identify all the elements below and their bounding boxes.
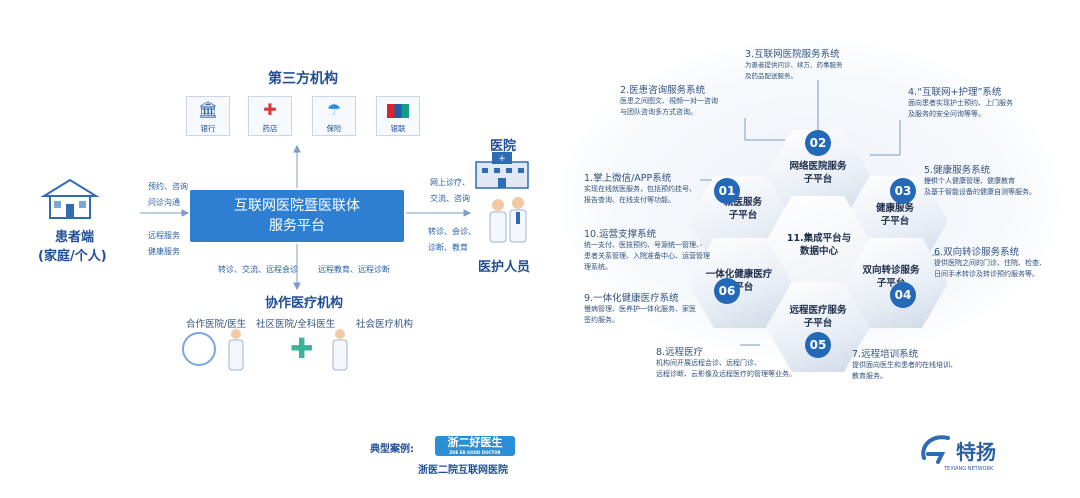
insurance-umbrella-icon: ☂ xyxy=(326,100,342,119)
brand-swoosh-icon xyxy=(918,432,968,466)
collab-title: 协作医疗机构 xyxy=(265,296,344,311)
hex-number-06: 06 xyxy=(714,278,740,304)
hex-label-05: 远程医疗服务子平台 xyxy=(789,305,847,329)
doctors-icon xyxy=(484,196,532,248)
third-party-title: 第三方机构 xyxy=(268,71,338,87)
third-party-unionpay: 银联 xyxy=(376,96,420,136)
annotation-8: 8.远程医疗 机构间开展远程会诊、远程门诊、 远程诊断、云影像及远程医疗的管理等… xyxy=(656,347,796,378)
annotation-6: 6.双向转诊服务系统 提供医院之间的门诊、住院、检查、 日间手术转诊及转诊预约服… xyxy=(934,247,1046,278)
case-label: 典型案例: xyxy=(370,444,414,455)
hex-label-04: 双向转诊服务子平台 xyxy=(862,265,920,289)
bank-icon: 🏛 xyxy=(197,100,219,119)
patient-label-3: 远程服务 xyxy=(148,231,180,240)
annotation-5: 5.健康服务系统 提供个人健康管理、健康教育 及基于智能设备的健康自测等服务。 xyxy=(924,165,1036,196)
collab-item-1: 合作医院/医生 xyxy=(186,319,247,330)
hex-number-04: 04 xyxy=(890,282,916,308)
third-party-bank: 🏛 银行 xyxy=(186,96,230,136)
hospital-building-icon: + xyxy=(472,150,532,190)
platform-title-line1: 互联网医院暨医联体 xyxy=(234,198,360,214)
hex-label-01: 就医服务子平台 xyxy=(723,197,762,221)
patient-title: 患者端 xyxy=(55,230,95,245)
hex-number-02: 02 xyxy=(805,130,831,156)
bottom-label-left: 转诊、交流、远程会诊 xyxy=(218,265,298,274)
doctor-figure-icon xyxy=(226,328,246,372)
annotation-10: 10.运营支撑系统 统一支付、医技预约、号源统一管理、 患者关系管理、入院准备中… xyxy=(584,229,710,271)
annotation-3: 3.互联网医院服务系统 为患者提供问诊、续方、药事服务 及药品配送服务。 xyxy=(745,49,843,80)
hospital-label-4: 诊断、教育 xyxy=(428,243,468,252)
platform-title-line2: 服务平台 xyxy=(269,218,325,234)
annotation-2: 2.医患咨询服务系统 医患之间图文、視频一对一咨询 与团队咨询多方式咨询。 xyxy=(620,85,718,116)
annotation-1: 1.掌上微信/APP系统 实现在线就医服务，包括预约挂号、 报告查询、在线支付等… xyxy=(584,173,696,204)
case-logo: 浙二好医生 ZHE ER GOOD DOCTOR xyxy=(435,436,515,456)
patient-label-1: 预约、咨询 xyxy=(148,182,188,191)
house-icon xyxy=(40,176,100,220)
brand-name: 特扬 xyxy=(956,440,996,464)
annotation-9: 9.一体化健康医疗系统 慢病管理、医养护一体化服务、家医 签约服务。 xyxy=(584,293,696,324)
third-party-pharmacy: ✚ 药店 xyxy=(248,96,292,136)
case-name: 浙医二院互联网医院 xyxy=(418,465,508,476)
hex-label-03: 健康服务子平台 xyxy=(875,203,914,227)
annotation-4: 4.“互联网+护理”系统 面向患者实现护士预约、上门服务 及服务的安全问询等等。 xyxy=(908,87,1013,118)
platform-center-box: 互联网医院暨医联体 服务平台 xyxy=(190,190,404,242)
hex-label-02: 网络医院服务子平台 xyxy=(789,161,847,185)
general-practitioner-icon xyxy=(330,328,350,372)
unionpay-logo-icon xyxy=(377,97,419,123)
hex-label-11: 11.集成平台与数据中心 xyxy=(786,233,852,257)
third-party-insurance: ☂ 保险 xyxy=(312,96,356,136)
hospital-label-1: 网上诊疗、 xyxy=(430,178,470,187)
hex-number-01: 01 xyxy=(714,178,740,204)
patient-label-4: 健康服务 xyxy=(148,247,180,256)
collab-item-2: 社区医院/全科医生 xyxy=(256,319,336,330)
patient-label-2: 问诊沟通 xyxy=(148,198,180,207)
svg-text:+: + xyxy=(498,154,506,164)
hospital-title: 医院 xyxy=(490,139,517,154)
hex-number-05: 05 xyxy=(805,332,831,358)
hex-number-03: 03 xyxy=(890,178,916,204)
staff-title: 医护人员 xyxy=(478,260,531,275)
pharmacy-icon: ✚ xyxy=(263,100,277,119)
hospital-label-3: 转诊、会诊、 xyxy=(428,227,476,236)
medical-cross-icon: ✚ xyxy=(290,332,314,365)
annotation-7: 7.远程培训系统 提供面向医生和患者的在线培训、 教育服务。 xyxy=(852,349,957,380)
hospital-label-2: 交流、咨询 xyxy=(430,194,470,203)
collab-item-3: 社会医疗机构 xyxy=(356,319,414,330)
cooperative-hospital-emblem-icon xyxy=(182,332,216,366)
bottom-label-right: 远程教育、远程诊断 xyxy=(318,265,390,274)
patient-subtitle: (家庭/个人) xyxy=(38,249,107,264)
brand-subtext: TEXIANG NETWORK xyxy=(944,466,994,472)
